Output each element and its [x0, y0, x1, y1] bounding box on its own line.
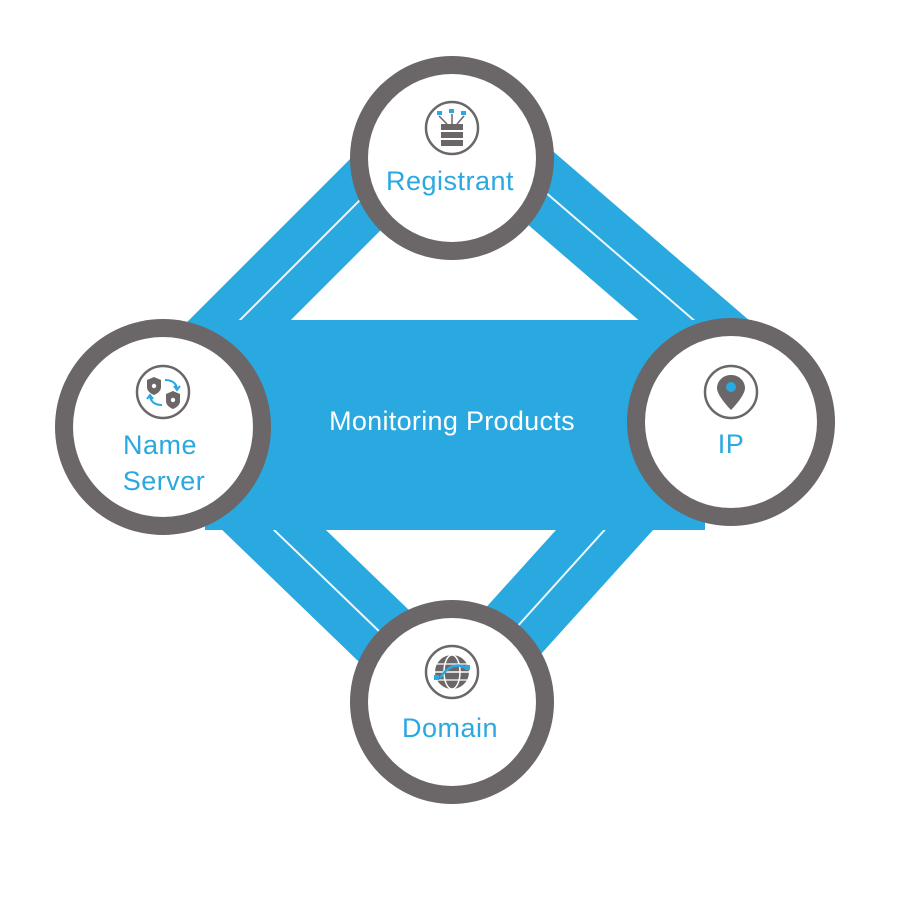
- node-label-name-server-line1: Name: [123, 430, 197, 460]
- node-name-server[interactable]: Name Server: [55, 319, 271, 535]
- node-label-ip: IP: [718, 429, 745, 459]
- node-label-name-server-line2: Server: [123, 466, 206, 496]
- center-band: [205, 320, 705, 530]
- node-domain[interactable]: Domain: [350, 600, 554, 804]
- center-label: Monitoring Products: [329, 406, 575, 436]
- node-label-registrant: Registrant: [386, 166, 514, 196]
- node-registrant[interactable]: Registrant: [350, 56, 554, 260]
- node-ip[interactable]: IP: [627, 318, 835, 526]
- server-network-icon: [424, 100, 480, 156]
- location-pin-icon: [703, 364, 759, 420]
- node-label-domain: Domain: [402, 713, 498, 743]
- globe-icon: [424, 644, 480, 700]
- shield-sync-icon: [135, 364, 191, 420]
